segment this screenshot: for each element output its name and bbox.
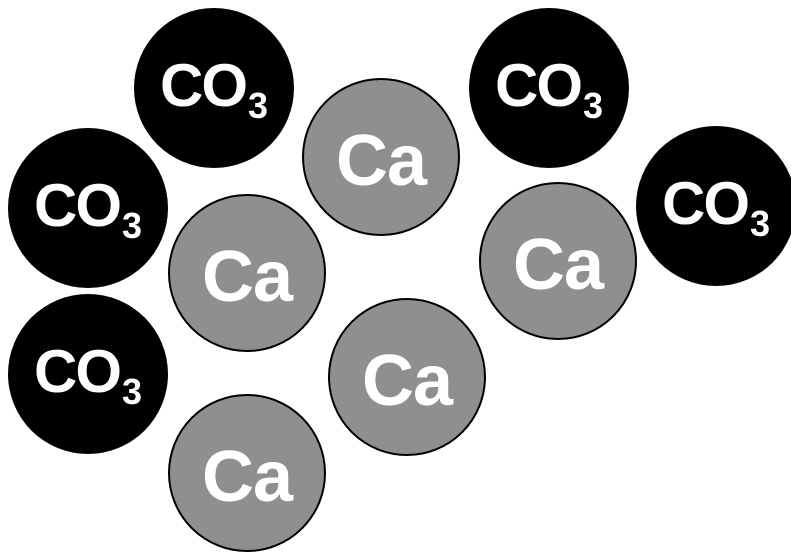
calcium-label: Ca bbox=[361, 341, 453, 421]
calcium-ion: Ca bbox=[479, 182, 637, 340]
calcium-ion: Ca bbox=[168, 394, 326, 552]
carbonate-subscript: 3 bbox=[121, 205, 143, 246]
carbonate-formula: CO bbox=[159, 52, 248, 119]
carbonate-formula: CO bbox=[33, 172, 122, 239]
calcium-ion: Ca bbox=[168, 194, 326, 352]
carbonate-formula: CO bbox=[33, 338, 122, 405]
calcium-ion: Ca bbox=[328, 298, 486, 456]
carbonate-formula: CO bbox=[661, 170, 750, 237]
calcium-label: Ca bbox=[201, 237, 293, 317]
carbonate-formula: CO bbox=[494, 52, 583, 119]
calcium-ion: Ca bbox=[302, 78, 460, 236]
calcium-label: Ca bbox=[201, 437, 293, 517]
carbonate-subscript: 3 bbox=[121, 371, 143, 412]
carbonate-subscript: 3 bbox=[582, 85, 604, 126]
calcium-label: Ca bbox=[335, 121, 427, 201]
carbonate-subscript: 3 bbox=[247, 85, 269, 126]
calcium-label: Ca bbox=[512, 225, 604, 305]
carbonate-subscript: 3 bbox=[749, 203, 771, 244]
